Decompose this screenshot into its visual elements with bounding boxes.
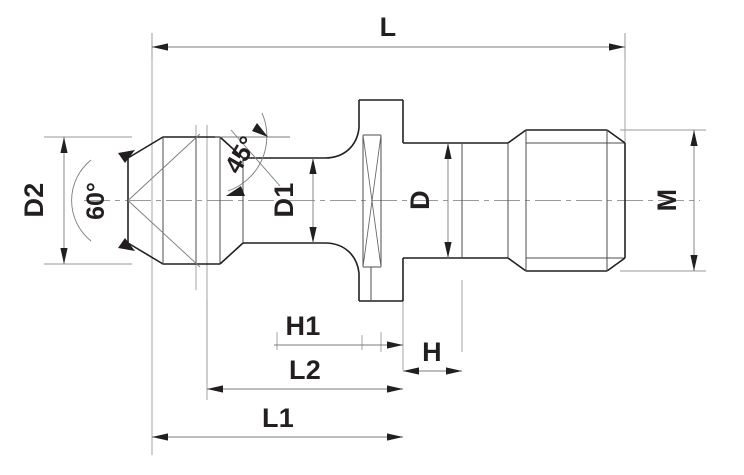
dimension-D1: D1 — [269, 158, 317, 243]
dim-D-arrow-top — [444, 143, 452, 159]
dim-D2-label: D2 — [19, 183, 49, 218]
dim-L-arrow-right — [609, 43, 625, 51]
dim-H-label: H — [422, 337, 442, 367]
dimension-L: L — [151, 12, 626, 60]
head-rear-taper-top — [219, 136, 244, 159]
dim-L2-label: L2 — [289, 355, 321, 385]
angle-60-leader-top — [127, 133, 201, 201]
dimension-H: H — [403, 337, 462, 375]
dim-H-arrow-right — [446, 367, 462, 375]
neck-to-flange-fillet-top — [324, 127, 360, 159]
dim-H1-arrow-right — [387, 341, 403, 349]
dim-L1-arrow-right — [387, 433, 403, 441]
angle-60-leader-bottom — [127, 200, 201, 268]
dim-L2-arrow-left — [207, 385, 223, 393]
angle-45-arrow-top — [252, 123, 268, 137]
dim-D2-arrow-bottom — [60, 248, 68, 264]
dim-L2-arrow-right — [387, 385, 403, 393]
dim-L1-arrow-left — [152, 433, 168, 441]
dim-M-arrow-top — [690, 130, 698, 146]
angle-60-arrow-top — [118, 150, 135, 163]
dim-L-label: L — [380, 12, 397, 42]
thread-end-chamfer-bottom — [606, 257, 626, 272]
angle-45-arc — [227, 112, 268, 192]
dim-M-label: M — [652, 189, 682, 212]
thread-entry-chamfer-top — [507, 129, 527, 144]
dim-L-arrow-left — [152, 43, 168, 51]
head-rear-taper-bottom — [219, 242, 244, 265]
angle-45-arrow-bottom — [226, 186, 245, 196]
angle-60-arc — [71, 159, 92, 242]
dim-D1-arrow-top — [309, 158, 317, 174]
dim-H-arrow-left — [403, 367, 419, 375]
dim-D-label: D — [405, 190, 435, 210]
section-hatch-diag-2 — [362, 134, 382, 268]
dim-H1-label: H1 — [286, 311, 321, 341]
thread-end-chamfer-top — [606, 129, 626, 144]
dim-D1-arrow-bottom — [309, 227, 317, 243]
angle-60-arrow-bottom — [118, 238, 135, 251]
angle-45-label: 45° — [219, 132, 262, 179]
neck-to-flange-fillet-bottom — [324, 242, 360, 274]
dimension-D2: D2 — [19, 136, 132, 265]
dimension-H1: H1 — [274, 311, 403, 349]
dim-D2-arrow-top — [60, 137, 68, 153]
part-profile-outline — [127, 99, 626, 302]
dimension-D: D — [405, 143, 452, 258]
angle-60-label: 60° — [82, 182, 110, 220]
dim-D1-label: D1 — [269, 183, 299, 218]
dimension-L2: L2 — [206, 300, 403, 400]
angle-45-leader-diag — [230, 129, 281, 187]
thread-entry-chamfer-bottom — [507, 257, 527, 272]
dim-L1-label: L1 — [262, 403, 294, 433]
dimension-L1: L1 — [152, 403, 403, 441]
dim-D-arrow-bottom — [444, 242, 452, 258]
dimension-M: M — [620, 129, 706, 272]
dim-M-arrow-bottom — [690, 255, 698, 271]
angle-60-degrees: 60° — [71, 133, 201, 268]
